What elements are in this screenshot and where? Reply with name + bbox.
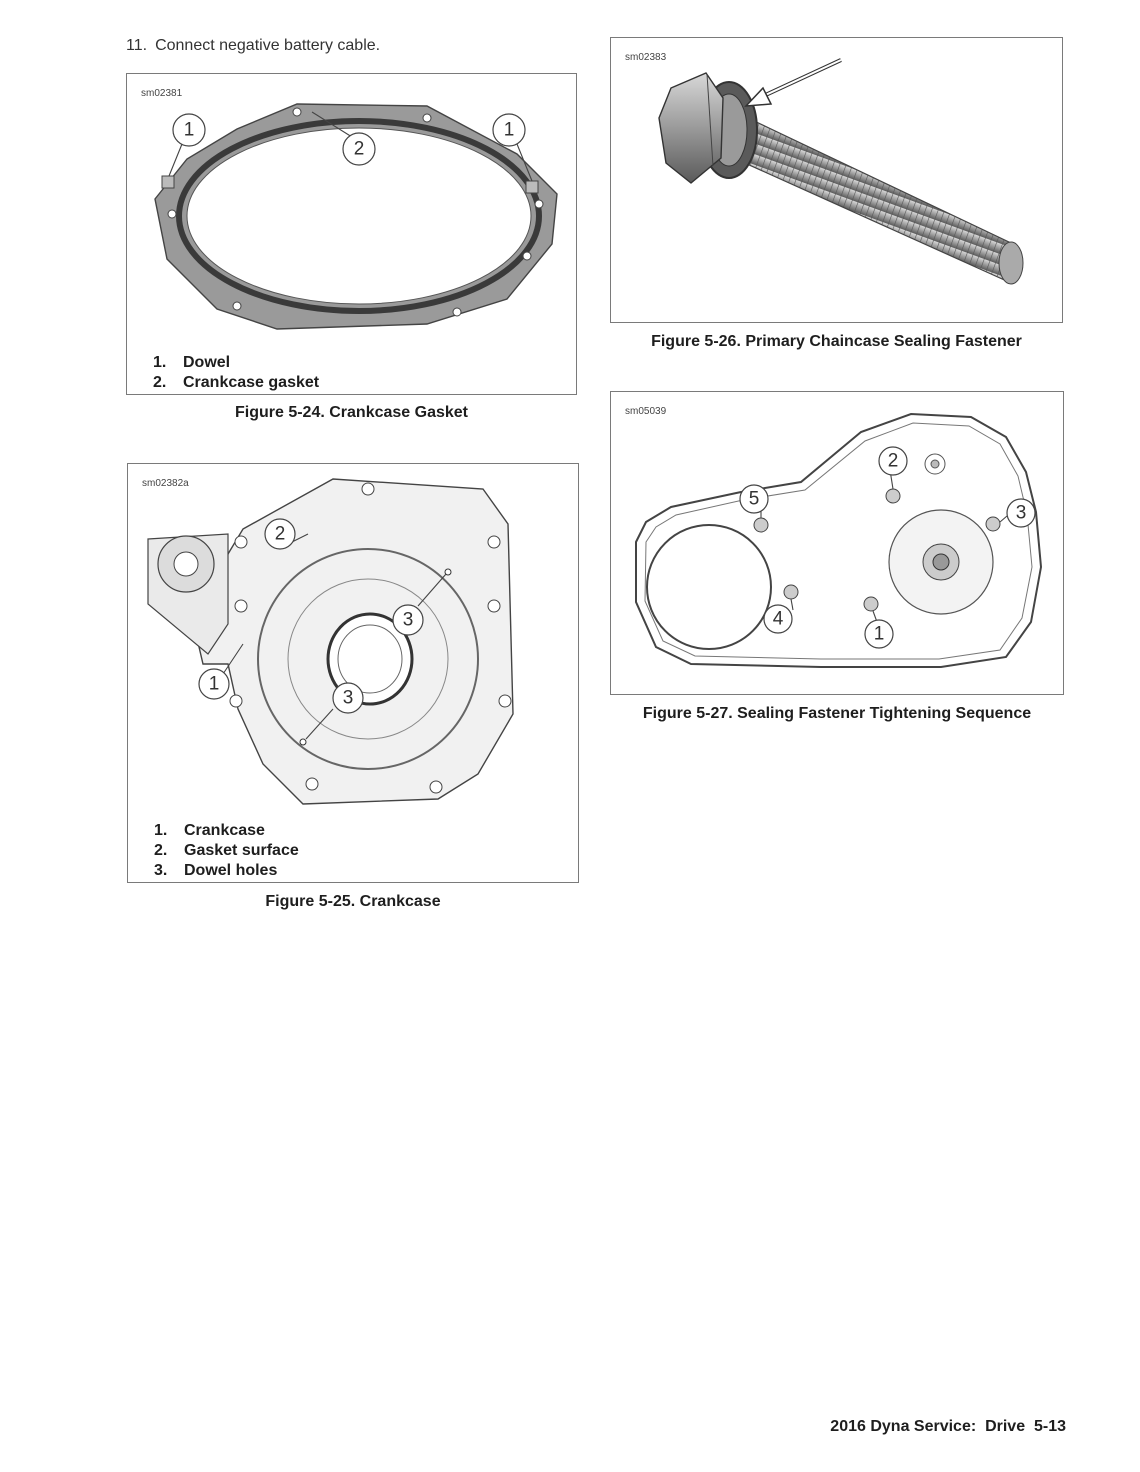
gasket-surface (257, 548, 479, 770)
svg-text:2: 2 (888, 451, 899, 472)
callout-2: 2 (264, 518, 296, 550)
callout-1: 1 (198, 668, 230, 700)
svg-text:3: 3 (343, 688, 354, 709)
fastener (753, 517, 769, 533)
caption-fig25: Figure 5-25. Crankcase (265, 893, 441, 910)
crankcase-illustration: 2 3 1 3 (147, 478, 514, 805)
step-text: Connect negative battery cable. (155, 37, 381, 54)
svg-text:4: 4 (773, 609, 784, 630)
legend-item: 3.Dowel holes (154, 862, 278, 879)
svg-text:1: 1 (874, 624, 885, 645)
legend-item: 2.Crankcase gasket (153, 374, 320, 391)
hex-head (658, 72, 724, 184)
svg-text:1: 1 (184, 120, 195, 141)
svg-text:1: 1 (504, 120, 515, 141)
caption-fig24: Figure 5-24. Crankcase Gasket (234, 404, 468, 421)
figure-id-code: sm05039 (625, 406, 667, 417)
callout-1-right: 1 (492, 113, 526, 147)
legend-fig25: 1.Crankcase 2.Gasket surface 3.Dowel hol… (154, 821, 299, 881)
svg-text:3: 3 (403, 610, 414, 631)
fastener (863, 596, 879, 612)
callout-2: 2 (878, 446, 908, 476)
callout-5: 5 (739, 484, 769, 514)
svg-text:2: 2 (354, 139, 365, 160)
svg-text:2: 2 (275, 524, 286, 545)
callout-3-lower: 3 (332, 682, 364, 714)
dowel-hole (299, 738, 307, 746)
figure-id-code: sm02382a (142, 478, 189, 489)
sealing-fastener-illustration (658, 58, 1024, 285)
threaded-shaft (715, 109, 1012, 284)
callout-1-left: 1 (172, 113, 206, 147)
figure-tightening-sequence: sm05039 2 5 3 4 1 (610, 391, 1064, 695)
callout-4: 4 (763, 604, 793, 634)
fastener (783, 584, 799, 600)
fastener (885, 488, 901, 504)
callout-1: 1 (864, 619, 894, 649)
figure-id-code: sm02383 (625, 52, 667, 63)
step-number: 11. (126, 37, 148, 54)
step-11: 11. Connect negative battery cable. (126, 37, 380, 55)
svg-text:3: 3 (1016, 503, 1027, 524)
callout-2: 2 (342, 132, 376, 166)
crankcase-gasket-illustration: 1 2 1 (154, 103, 558, 330)
caption-fig26: Figure 5-26. Primary Chaincase Sealing F… (651, 333, 1022, 350)
figure-sealing-fastener: sm02383 (610, 37, 1063, 323)
figure-crankcase: sm02382a 2 3 1 3 1.Crankcase 2.Gasket su… (127, 463, 579, 883)
figure-crankcase-gasket: sm02381 1 2 1 1.Dowel 2.Crankcase gasket (126, 73, 577, 395)
dowel-right (525, 180, 539, 194)
dowel-left (161, 175, 175, 189)
clutch-opening (646, 524, 772, 650)
gasket-ring (176, 118, 542, 314)
legend-item: 1.Dowel (153, 354, 231, 371)
svg-text:5: 5 (749, 489, 760, 510)
fastener (985, 516, 1001, 532)
dowel-hole (444, 568, 452, 576)
svg-text:1: 1 (209, 674, 220, 695)
callout-3-upper: 3 (392, 604, 424, 636)
page-footer: 2016 Dyna Service: Drive 5-13 (830, 1418, 1066, 1435)
legend-item: 1.Crankcase (154, 822, 265, 839)
callout-3: 3 (1006, 498, 1036, 528)
chaincase-cover-illustration: 2 5 3 4 1 (635, 412, 1043, 668)
legend-fig24: 1.Dowel 2.Crankcase gasket (153, 353, 319, 393)
figure-id-code: sm02381 (141, 88, 183, 99)
arrow-icon (744, 58, 842, 107)
gasket-opening (186, 127, 532, 305)
legend-item: 2.Gasket surface (154, 842, 299, 859)
caption-fig27: Figure 5-27. Sealing Fastener Tightening… (642, 705, 1032, 722)
